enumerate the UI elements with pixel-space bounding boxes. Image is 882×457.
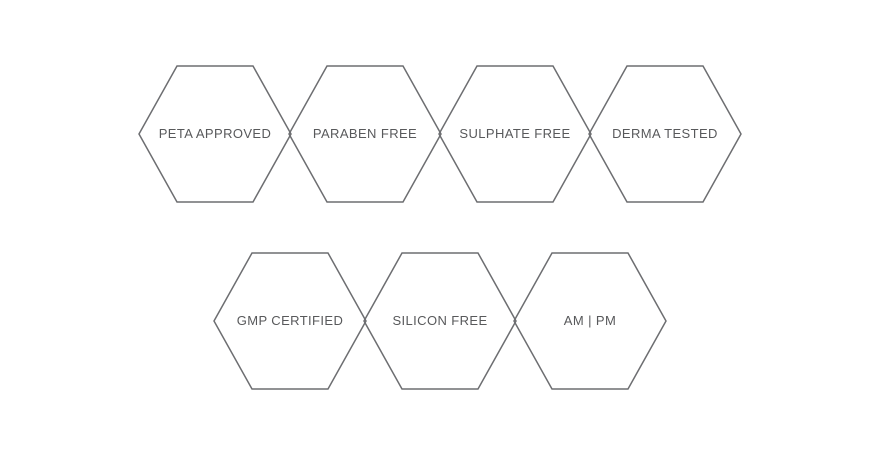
badge-label: GMP CERTIFIED (236, 313, 344, 329)
badge-am-pm: AM | PM (513, 251, 667, 391)
badge-derma-tested: DERMA TESTED (588, 64, 742, 204)
badge-peta-approved: PETA APPROVED (138, 64, 292, 204)
badge-label: PETA APPROVED (158, 126, 272, 142)
badge-label: PARABEN FREE (312, 126, 418, 142)
hexagon-outline-icon (288, 65, 442, 203)
badge-paraben-free: PARABEN FREE (288, 64, 442, 204)
badge-label: DERMA TESTED (612, 126, 718, 142)
hexagon-outline-icon (588, 65, 742, 203)
hexagon-outline-icon (363, 252, 517, 390)
hexagon-outline-icon (213, 252, 367, 390)
badge-label: SILICON FREE (392, 313, 488, 329)
badge-sulphate-free: SULPHATE FREE (438, 64, 592, 204)
hexagon-outline-icon (438, 65, 592, 203)
badge-gmp-certified: GMP CERTIFIED (213, 251, 367, 391)
hexagon-outline-icon (513, 252, 667, 390)
badge-silicon-free: SILICON FREE (363, 251, 517, 391)
badge-label: SULPHATE FREE (459, 126, 571, 142)
badge-label: AM | PM (563, 313, 617, 329)
hexagon-outline-icon (138, 65, 292, 203)
